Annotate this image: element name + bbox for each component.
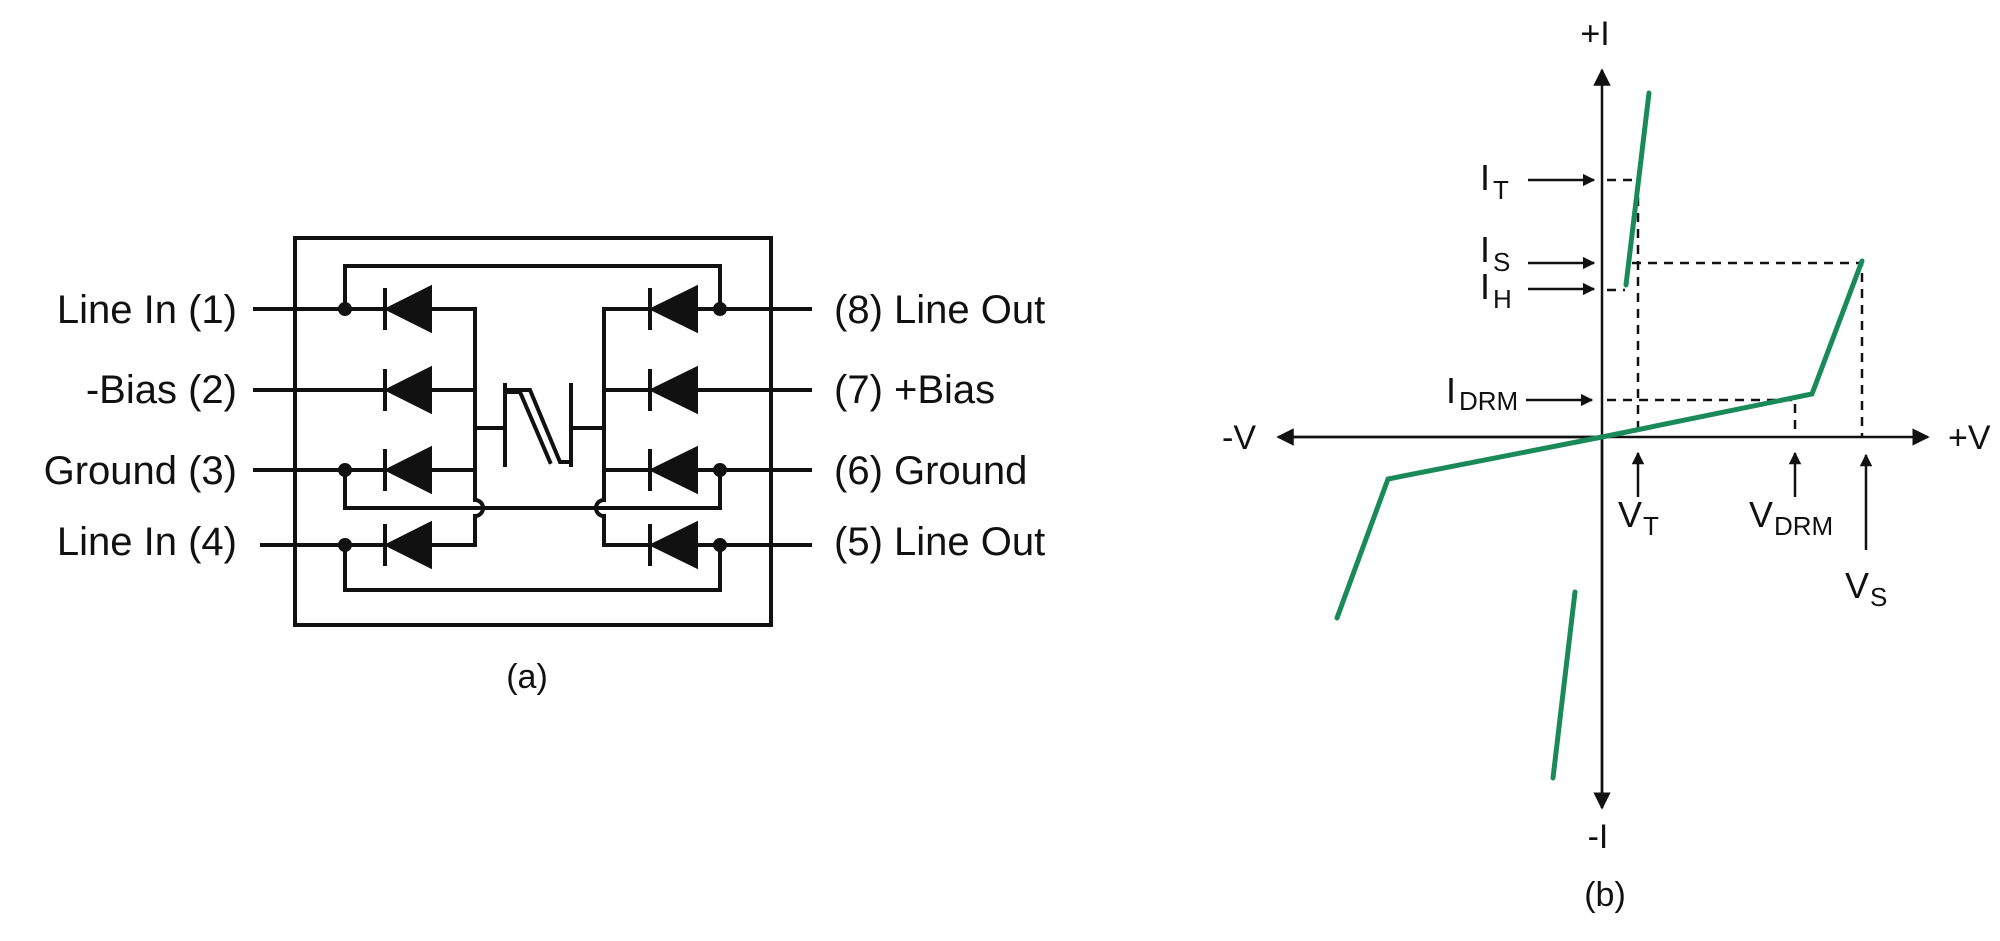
marker-vdrm: V DRM (1749, 451, 1833, 541)
diode-icon (383, 284, 477, 334)
panel-a-schematic: Line In (1) -Bias (2) Ground (3) Line In… (44, 236, 1045, 696)
svg-text:H: H (1493, 284, 1512, 314)
svg-text:I: I (1446, 370, 1456, 411)
svg-text:DRM: DRM (1774, 511, 1833, 541)
caption-a: (a) (506, 658, 548, 696)
caption-b: (b) (1584, 876, 1626, 914)
svg-text:I: I (1480, 157, 1490, 198)
pin-label-6: (6) Ground (834, 449, 1027, 493)
svg-text:S: S (1493, 247, 1510, 277)
right-diodes (602, 284, 698, 570)
marker-vs: V S (1845, 453, 1887, 612)
pin-label-5: (5) Line Out (834, 520, 1045, 564)
marker-ih: I H (1480, 266, 1596, 314)
pin-label-4: Line In (4) (57, 520, 237, 564)
svg-text:I: I (1480, 266, 1490, 307)
marker-it: I T (1480, 157, 1596, 205)
diode-icon (602, 445, 698, 495)
marker-vt: V T (1618, 451, 1659, 541)
package-outline (293, 236, 773, 627)
pin-label-8: (8) Line Out (834, 288, 1045, 332)
svg-text:V: V (1618, 494, 1642, 535)
pin-label-7: (7) +Bias (834, 368, 995, 412)
iv-characteristic-curve (1334, 90, 1865, 781)
svg-text:T: T (1493, 175, 1509, 205)
svg-text:V: V (1749, 494, 1773, 535)
right-pin-leads (680, 307, 812, 547)
marker-is: I S (1480, 229, 1596, 277)
panel-b-iv-curve: +I -I +V -V I T I S I H (1222, 15, 1991, 914)
axis-label-pos-i: +I (1580, 15, 1609, 53)
dashed-guides (1607, 178, 1864, 437)
diode-icon (383, 365, 477, 415)
left-pin-leads (253, 307, 387, 547)
axis-label-pos-v: +V (1948, 419, 1991, 457)
diode-icon (602, 520, 698, 570)
svg-text:S: S (1870, 582, 1887, 612)
diode-icon (602, 284, 698, 334)
top-bus-wire (343, 264, 722, 311)
bottom-bus-wire (343, 543, 722, 592)
diode-icon (602, 365, 698, 415)
thyristor-icon (473, 383, 606, 467)
diode-icon (383, 445, 477, 495)
svg-text:V: V (1845, 565, 1869, 606)
axis-label-neg-i: -I (1588, 818, 1609, 856)
marker-idrm: I DRM (1446, 370, 1594, 416)
diode-icon (383, 520, 477, 570)
left-diodes (383, 284, 477, 570)
pin-label-2: -Bias (2) (86, 368, 237, 412)
axis-label-neg-v: -V (1222, 419, 1256, 457)
svg-text:I: I (1480, 229, 1490, 270)
pin-label-1: Line In (1) (57, 288, 237, 332)
svg-text:T: T (1643, 511, 1659, 541)
junction-dots (338, 302, 727, 552)
svg-text:DRM: DRM (1459, 386, 1518, 416)
pin-label-3: Ground (3) (44, 449, 237, 493)
